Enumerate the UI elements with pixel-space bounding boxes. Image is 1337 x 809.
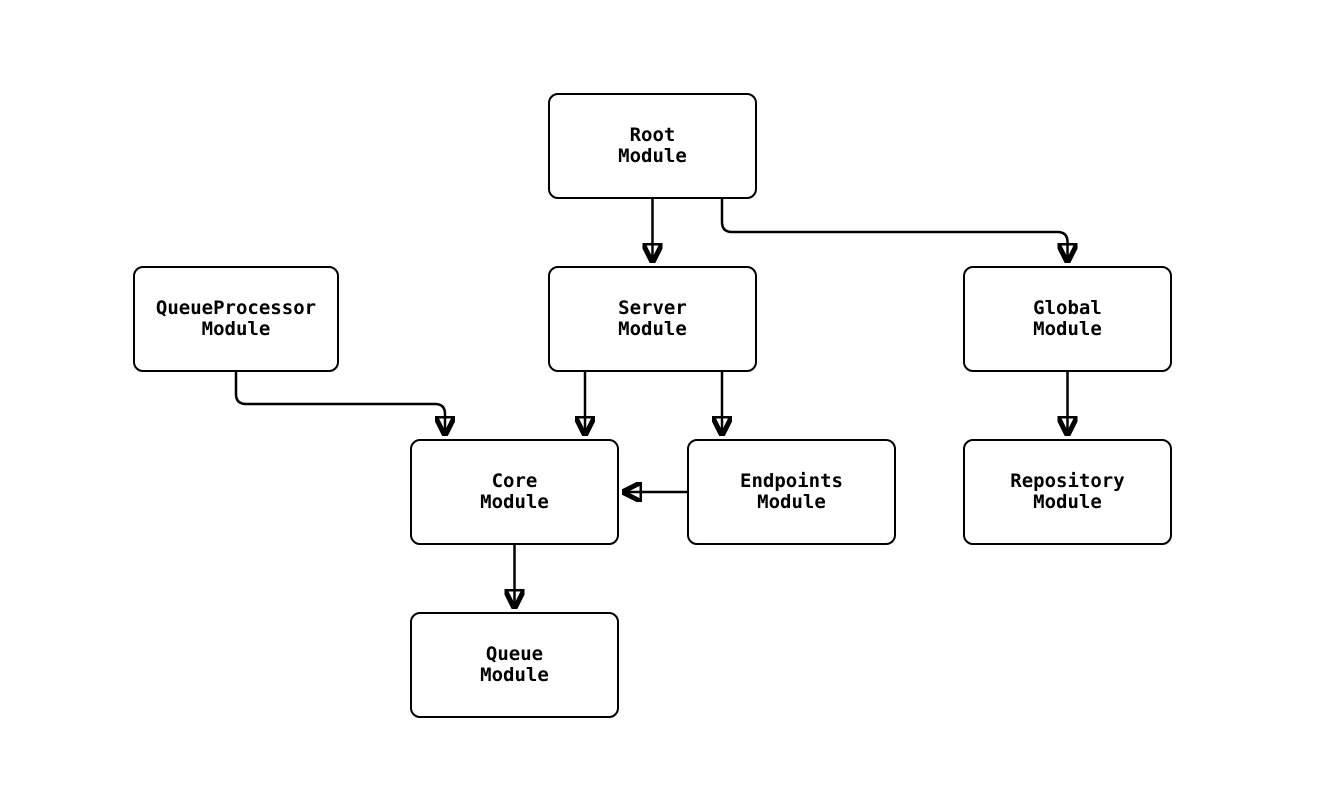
node-root-module: Root Module [548, 93, 757, 199]
node-core-module-label: Core Module [480, 470, 549, 513]
node-core-module: Core Module [410, 439, 619, 545]
node-queueprocessor-module: QueueProcessor Module [133, 266, 339, 372]
node-repository-module: Repository Module [963, 439, 1172, 545]
node-endpoints-module-label: Endpoints Module [740, 470, 843, 513]
node-global-module-label: Global Module [1033, 297, 1102, 340]
node-queueprocessor-module-label: QueueProcessor Module [155, 297, 317, 340]
node-root-module-label: Root Module [618, 124, 687, 167]
node-repository-module-label: Repository Module [1010, 470, 1125, 513]
node-server-module: Server Module [548, 266, 757, 372]
node-queue-module: Queue Module [410, 612, 619, 718]
node-global-module: Global Module [963, 266, 1172, 372]
node-endpoints-module: Endpoints Module [687, 439, 896, 545]
edge-queueprocessor-to-core [234, 372, 445, 436]
node-server-module-label: Server Module [618, 297, 687, 340]
edge-root-to-global [720, 199, 1068, 263]
node-queue-module-label: Queue Module [480, 643, 549, 686]
